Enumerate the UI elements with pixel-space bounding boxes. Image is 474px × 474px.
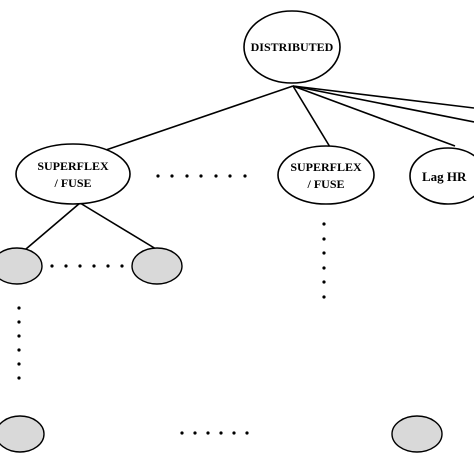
node-lag-hr-label: Lag HR <box>422 169 467 184</box>
node-root-shape <box>243 10 341 84</box>
node-lag-hr-shape <box>409 147 474 205</box>
edge-root-to-offscreen-1 <box>292 85 474 123</box>
node-bottom-left <box>0 415 45 453</box>
ellipsis-horizontal-level2 <box>50 264 124 268</box>
node-superflex-middle-line1: SUPERFLEX <box>290 160 362 174</box>
edge-root-to-lag-hr <box>292 85 456 147</box>
node-child-right <box>131 247 183 285</box>
node-superflex-left-line2: / FUSE <box>53 176 91 190</box>
node-root: DISTRIBUTED <box>243 10 341 84</box>
ellipsis-horizontal-level1 <box>156 174 247 178</box>
node-bottom-left-shape <box>0 415 45 453</box>
node-bottom-right-shape <box>391 415 443 453</box>
node-superflex-middle-line2: / FUSE <box>306 177 344 191</box>
edge-superflex-to-child-left <box>25 202 81 250</box>
node-root-label: DISTRIBUTED <box>251 40 334 54</box>
edge-root-to-superflex-2 <box>292 85 331 148</box>
node-bottom-right <box>391 415 443 453</box>
node-superflex-left-shape <box>15 143 131 205</box>
node-child-left-shape <box>0 247 43 285</box>
child-edges <box>25 202 157 250</box>
node-child-right-shape <box>131 247 183 285</box>
node-superflex-middle-shape <box>277 145 375 205</box>
node-superflex-left: SUPERFLEX / FUSE <box>15 143 131 205</box>
ellipsis-horizontal-bottom <box>180 431 249 435</box>
root-edges <box>99 85 474 153</box>
node-superflex-left-line1: SUPERFLEX <box>37 159 109 173</box>
node-superflex-middle: SUPERFLEX / FUSE <box>277 145 375 205</box>
edge-superflex-to-child-right <box>79 202 157 250</box>
edge-root-to-superflex-1 <box>99 85 294 153</box>
node-child-left <box>0 247 43 285</box>
ellipsis-vertical-middle <box>322 222 326 299</box>
ellipsis-vertical-left <box>17 306 21 380</box>
edge-root-to-offscreen-2 <box>292 85 474 109</box>
node-lag-hr: Lag HR <box>409 147 474 205</box>
